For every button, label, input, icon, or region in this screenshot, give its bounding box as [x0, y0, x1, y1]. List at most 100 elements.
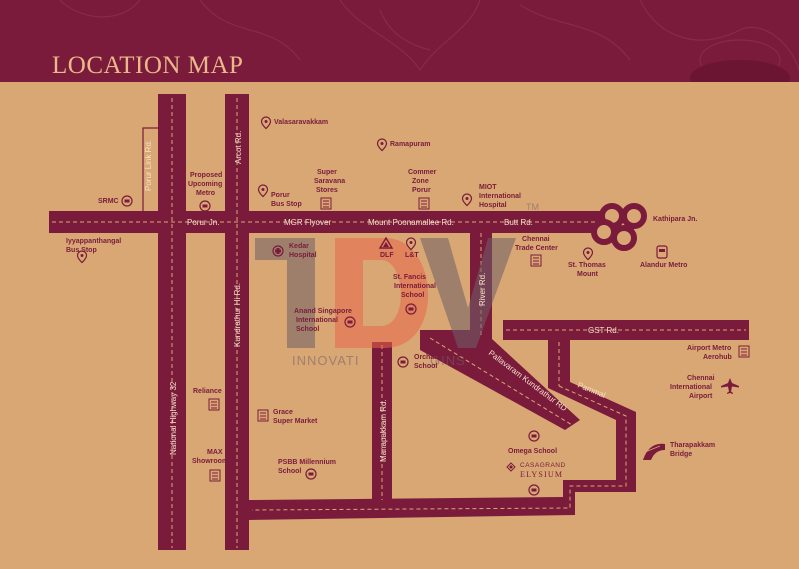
svg-text:MIOT: MIOT	[479, 184, 497, 191]
svg-text:School: School	[401, 292, 424, 299]
road-label-mount-poonamallee: Mount Poonamallee Rd.	[368, 218, 454, 227]
svg-text:Proposed: Proposed	[190, 172, 222, 179]
watermark: INNOVATI GINS TM	[255, 202, 539, 368]
place-srmc: SRMC	[98, 198, 119, 205]
floral-decoration	[59, 0, 799, 82]
svg-text:PSBB Millennium: PSBB Millennium	[278, 459, 336, 466]
svg-text:Super Market: Super Market	[273, 418, 318, 425]
place-chennai-trade: Chennai Trade Center	[515, 236, 558, 252]
place-omega: Omega School	[508, 448, 557, 455]
road-label-arcot: Arcot Rd.	[234, 131, 243, 164]
svg-text:Upcoming: Upcoming	[188, 181, 222, 188]
svg-text:Showroom: Showroom	[192, 458, 228, 465]
svg-text:Bus Stop: Bus Stop	[271, 201, 302, 208]
road-label-river: River Rd.	[478, 273, 487, 306]
svg-text:Chennai: Chennai	[522, 236, 550, 243]
svg-text:International: International	[670, 384, 712, 391]
metro-train-icon	[656, 245, 668, 259]
svg-text:Hospital: Hospital	[479, 202, 507, 209]
place-commerzone: Commer Zone Porur	[408, 169, 437, 194]
watermark-text-2: GINS	[430, 353, 466, 368]
svg-text:Anand Singapore: Anand Singapore	[294, 308, 352, 315]
svg-text:Grace: Grace	[273, 409, 293, 416]
place-super-saravana: Super Saravana Stores	[314, 169, 345, 194]
road-label-mgr-flyover: MGR Flyover	[284, 218, 331, 227]
svg-text:School: School	[414, 363, 437, 370]
place-orchard: Orchard School	[414, 354, 441, 370]
svg-text:Airport Metro: Airport Metro	[687, 345, 731, 352]
svg-text:Mount: Mount	[577, 271, 599, 278]
svg-text:Zone: Zone	[412, 178, 429, 185]
place-st-thomas: St. Thomas Mount	[568, 262, 606, 278]
road-label-butt: Butt Rd.	[504, 218, 533, 227]
svg-text:International: International	[479, 193, 521, 200]
road-label-kundrathur-hi: Kundrathur Hi Rd.	[233, 283, 242, 347]
road-label-gst: GST Rd.	[588, 326, 619, 335]
svg-text:Hospital: Hospital	[289, 252, 317, 259]
svg-text:Super: Super	[317, 169, 337, 176]
pammal-road	[249, 340, 636, 520]
hospital-cross-icon	[272, 245, 284, 257]
place-kedar: Kedar Hospital	[289, 243, 317, 259]
road-dashes	[52, 98, 746, 548]
road-label-manapakkam: Manapakkam Rd.	[379, 399, 388, 462]
place-grace: Grace Super Market	[273, 409, 318, 425]
page-title: LOCATION MAP	[52, 52, 244, 79]
place-ramapuram: Ramapuram	[390, 141, 430, 148]
svg-text:Orchard: Orchard	[414, 354, 441, 361]
place-airport-metro: Airport Metro Aerohub	[687, 345, 732, 361]
svg-text:St. Thomas: St. Thomas	[568, 262, 606, 269]
svg-text:MAX: MAX	[207, 449, 223, 456]
bridge-icon	[643, 443, 665, 460]
place-casagrand: CASAGRAND ELYSIUM	[520, 462, 566, 479]
casagrand-logo-icon	[506, 462, 516, 472]
airplane-icon	[721, 378, 739, 394]
svg-text:CASAGRAND: CASAGRAND	[520, 462, 566, 469]
place-kathipara: Kathipara Jn.	[653, 216, 697, 223]
svg-text:ELYSIUM: ELYSIUM	[520, 470, 563, 479]
watermark-text: INNOVATI	[292, 353, 359, 368]
place-dlf: DLF	[380, 252, 394, 259]
svg-text:Kedar: Kedar	[289, 243, 309, 250]
svg-text:Tharapakkam: Tharapakkam	[670, 442, 715, 449]
place-porur-bus-stop: Porur Bus Stop	[271, 192, 302, 208]
place-anand-singapore: Anand Singapore International School	[294, 308, 352, 333]
svg-text:Chennai: Chennai	[687, 375, 715, 382]
road-label-national-highway: National Highway 32	[169, 381, 178, 455]
svg-text:Saravana: Saravana	[314, 178, 345, 185]
svg-text:St. Fancis: St. Fancis	[393, 274, 426, 281]
svg-text:Commer: Commer	[408, 169, 437, 176]
svg-text:Iyyappanthangal: Iyyappanthangal	[66, 238, 121, 245]
porur-link-road	[142, 127, 160, 213]
place-reliance: Reliance	[193, 388, 222, 395]
place-psbb: PSBB Millennium School	[278, 459, 336, 475]
place-alandur-metro: Alandur Metro	[640, 262, 687, 269]
road-label-porur-jn: Porur Jn.	[187, 218, 219, 227]
place-tharapakkam: Tharapakkam Bridge	[670, 442, 715, 458]
place-miot: MIOT International Hospital	[479, 184, 521, 209]
place-st-fancis: St. Fancis International School	[393, 274, 436, 299]
svg-text:Bridge: Bridge	[670, 451, 692, 458]
header-banner: LOCATION MAP	[0, 0, 799, 82]
dlf-logo-icon	[378, 236, 394, 249]
place-valasaravakkam: Valasaravakkam	[274, 119, 328, 126]
place-proposed-metro: Proposed Upcoming Metro	[188, 172, 222, 197]
svg-text:School: School	[278, 468, 301, 475]
place-max: MAX Showroom	[192, 449, 228, 465]
place-chennai-airport: Chennai International Airport	[670, 375, 715, 400]
svg-text:Porur: Porur	[271, 192, 290, 199]
watermark-tm: TM	[526, 202, 539, 212]
svg-text:School: School	[296, 326, 319, 333]
road-label-porur-link: Porur Link Rd.	[144, 140, 153, 191]
svg-text:Trade Center: Trade Center	[515, 245, 558, 252]
svg-text:Stores: Stores	[316, 187, 338, 194]
kathipara-junction-icon	[591, 203, 647, 251]
place-lt: L&T	[405, 252, 419, 259]
svg-text:Aerohub: Aerohub	[703, 354, 732, 361]
svg-text:International: International	[296, 317, 338, 324]
svg-text:Airport: Airport	[689, 393, 713, 400]
svg-text:Porur: Porur	[412, 187, 431, 194]
svg-text:International: International	[394, 283, 436, 290]
